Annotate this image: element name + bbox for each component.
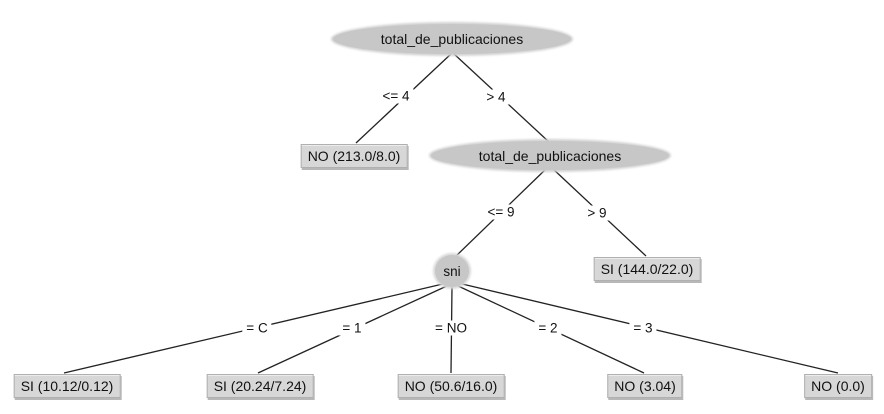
decision-node-total-de-publicaciones-root: total_de_publicaciones — [333, 24, 571, 54]
edge-label-eq-no: = NO — [431, 320, 471, 336]
edge-label-eq-2: = 2 — [534, 320, 562, 336]
edge-label-gt-4: > 4 — [482, 89, 510, 105]
leaf-no-213: NO (213.0/8.0) — [300, 144, 408, 168]
edge-label-le-9: <= 9 — [483, 204, 519, 220]
decision-node-total-de-publicaciones-2: total_de_publicaciones — [431, 141, 669, 170]
edge-label-le-4: <= 4 — [378, 88, 414, 104]
edge-label-eq-c: = C — [242, 320, 272, 336]
edge-label-gt-9: > 9 — [583, 205, 611, 221]
leaf-si-10-12: SI (10.12/0.12) — [13, 374, 121, 398]
leaf-si-144: SI (144.0/22.0) — [593, 257, 701, 281]
decision-node-sni: sni — [435, 255, 469, 287]
edge-label-eq-1: = 1 — [338, 320, 366, 336]
leaf-no-3-04: NO (3.04) — [607, 374, 683, 398]
leaf-no-50-6: NO (50.6/16.0) — [397, 374, 505, 398]
leaf-si-20-24: SI (20.24/7.24) — [206, 374, 314, 398]
edge-label-eq-3: = 3 — [629, 320, 657, 336]
leaf-no-0-0: NO (0.0) — [804, 374, 872, 398]
